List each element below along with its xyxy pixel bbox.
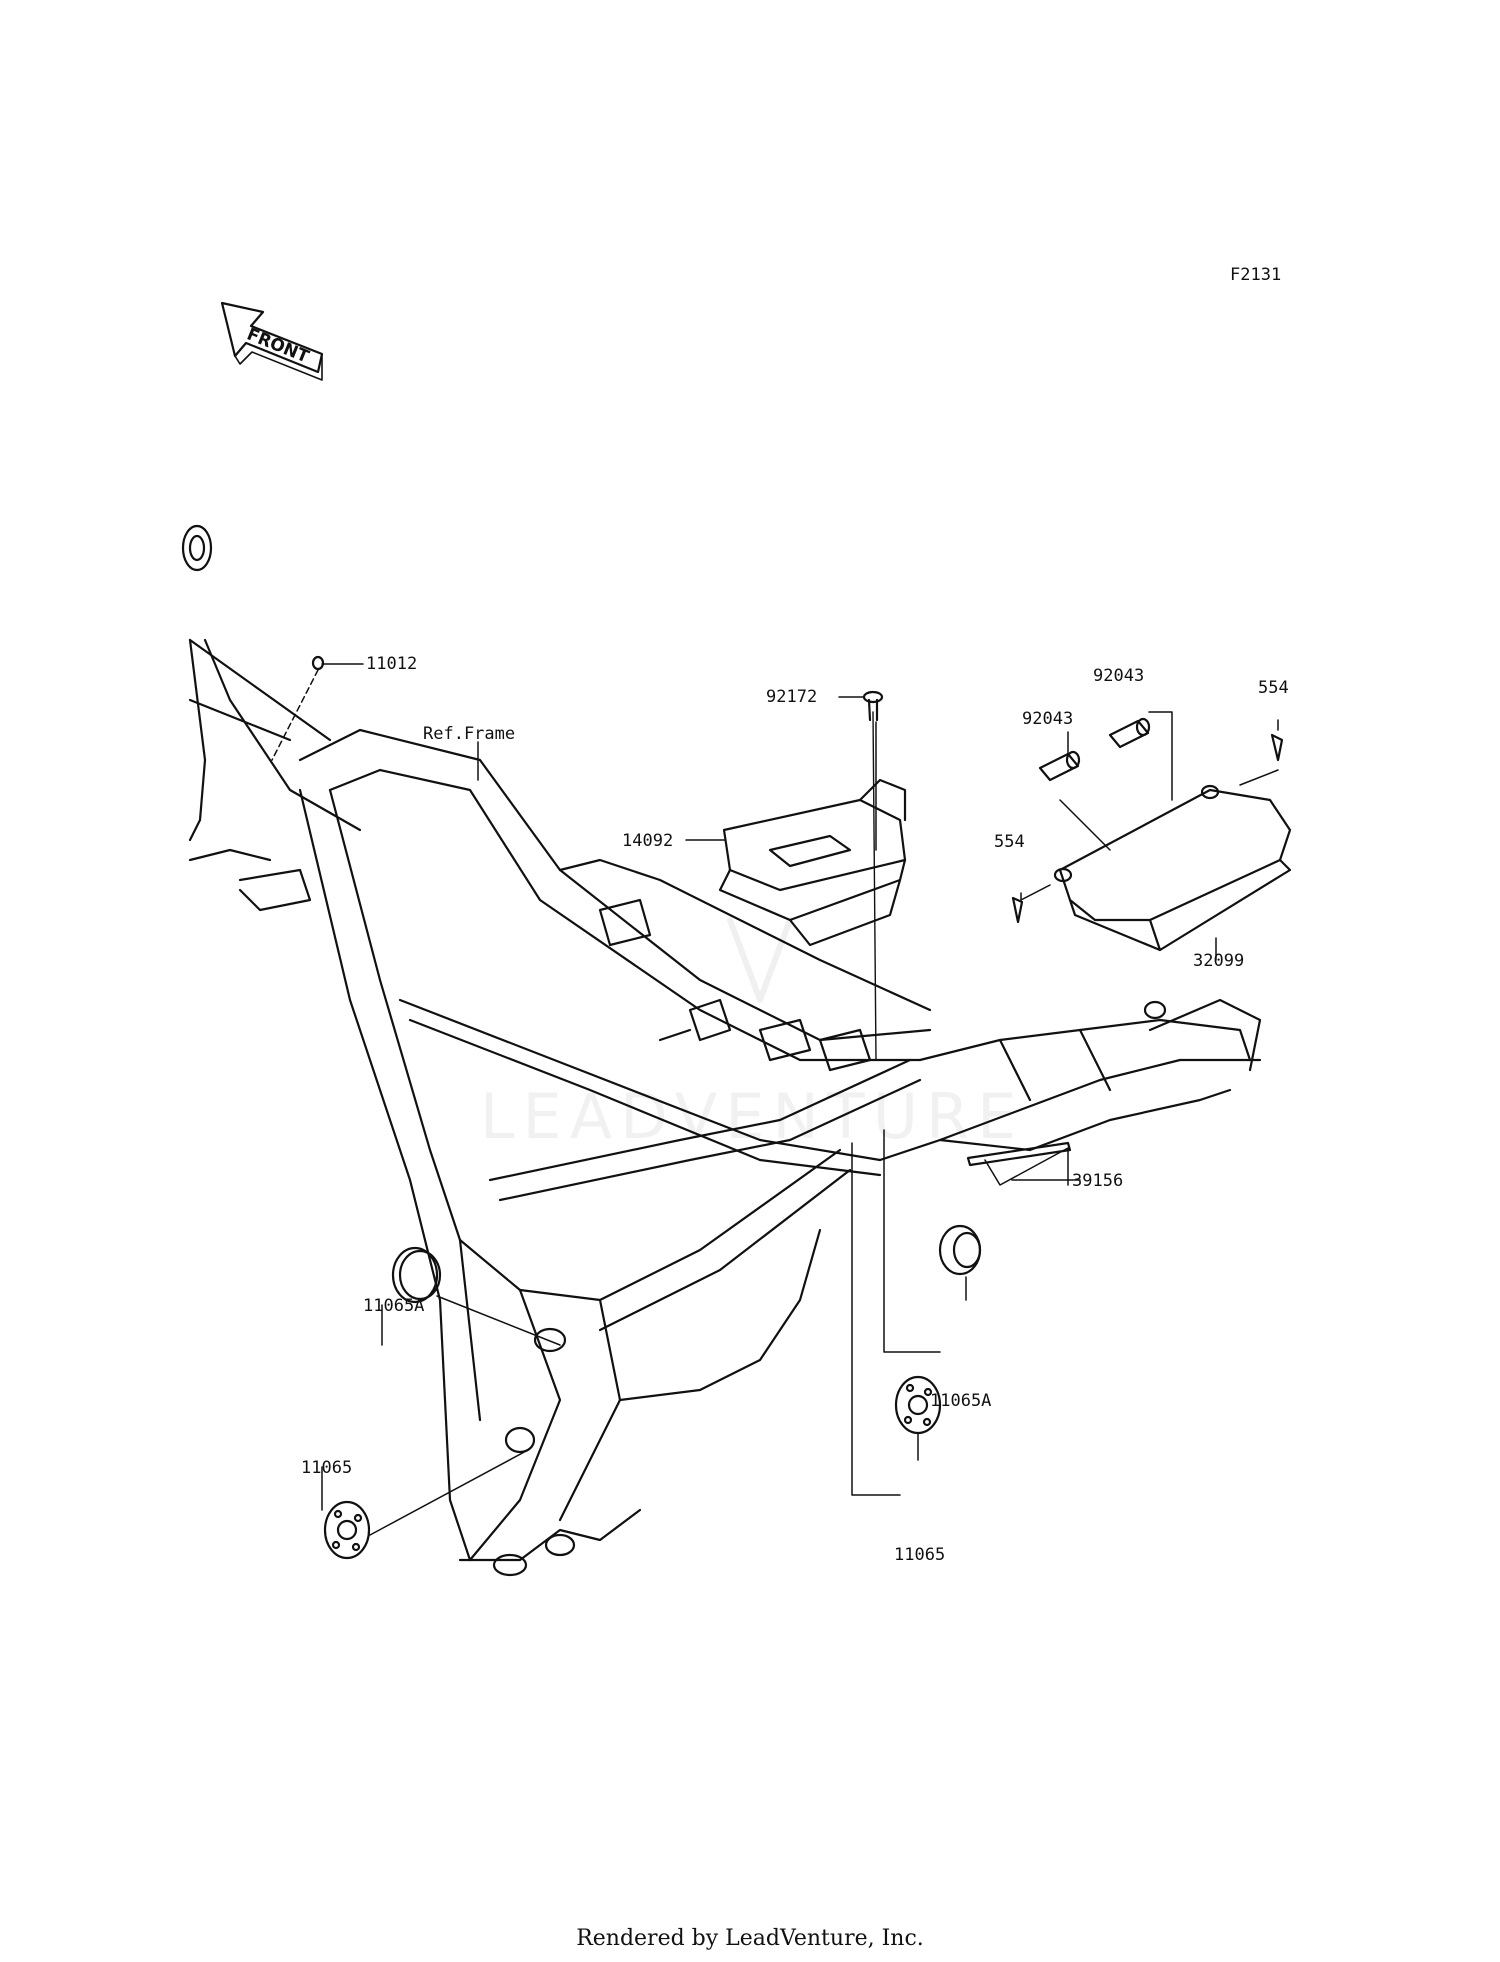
callout-14092[interactable]: 14092 — [622, 831, 674, 851]
callout-39156[interactable]: 39156 — [1072, 1171, 1124, 1191]
cap-11065-left — [323, 1500, 371, 1560]
callout-92043-left[interactable]: 92043 — [1022, 709, 1074, 729]
pin-92043-left — [1038, 750, 1081, 782]
callout-11065A-right[interactable]: 11065A — [930, 1391, 992, 1411]
callout-11065A-left[interactable]: 11065A — [363, 1296, 425, 1316]
battery-case-14092 — [718, 778, 907, 947]
watermark-logo-icon — [727, 917, 793, 1003]
grommet-11065A-right — [938, 1224, 982, 1276]
watermark: LEADVENTURE — [480, 1080, 1025, 1153]
grommet-11065A-left — [391, 1246, 442, 1304]
callout-11012[interactable]: 11012 — [366, 654, 418, 674]
footer-credit: Rendered by LeadVenture, Inc. — [576, 1926, 924, 1951]
diagram-code: F2131 — [1230, 265, 1282, 285]
strip-39156 — [966, 1141, 1072, 1167]
screw-92172 — [862, 690, 884, 1061]
front-arrow-label: FRONT — [244, 325, 312, 368]
pin-92043-right — [1108, 717, 1151, 749]
clip-554-left — [1011, 896, 1024, 924]
leader-lines — [271, 663, 1279, 1536]
callout-11065-left[interactable]: 11065 — [301, 1458, 353, 1478]
callout-11065-right[interactable]: 11065 — [894, 1545, 946, 1565]
callout-554-left[interactable]: 554 — [994, 832, 1025, 852]
front-arrow-icon: FRONT — [220, 301, 324, 381]
callout-92172[interactable]: 92172 — [766, 687, 818, 707]
callout-92043-right[interactable]: 92043 — [1093, 666, 1145, 686]
clip-554-right — [1270, 733, 1284, 762]
callout-ref-frame[interactable]: Ref.Frame — [423, 724, 516, 744]
cap-11065-right — [894, 1375, 942, 1435]
pin-11012 — [311, 655, 325, 671]
motorcycle-frame — [181, 524, 1262, 1577]
callout-554-right[interactable]: 554 — [1258, 678, 1289, 698]
callout-32099[interactable]: 32099 — [1193, 951, 1245, 971]
cover-32099 — [1053, 784, 1292, 952]
